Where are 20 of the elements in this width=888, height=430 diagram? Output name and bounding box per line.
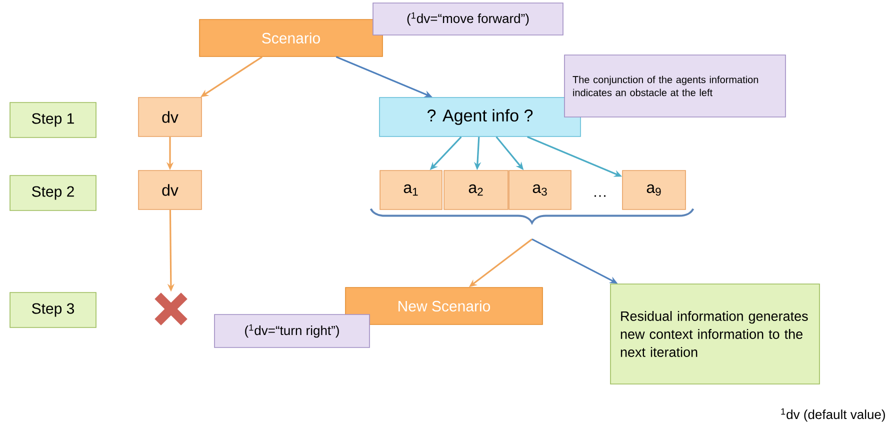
agent-box: ? Agent info ?	[379, 97, 581, 137]
footnote: $^{1}$dv (default value)	[781, 408, 885, 422]
scenario-box: New Scenario	[345, 287, 543, 325]
step-box: Step 1	[10, 102, 96, 138]
note-box: The conjunction of the agents information indicates an obstacle at the left	[564, 54, 786, 118]
result-box: Residual information generates new context information to the next iteration	[610, 284, 820, 384]
ellipsis: …	[594, 195, 606, 197]
value-box: dv	[138, 170, 202, 210]
step-box: Step 2	[10, 175, 96, 211]
agent-value-box: a$_{1}$	[380, 170, 442, 210]
agent-value-box: a$_{3}$	[508, 170, 572, 210]
scenario-box: Scenario	[199, 19, 383, 57]
value-box: dv	[138, 97, 202, 137]
agent-value-box: a$_{9}$	[622, 170, 686, 210]
cross-mark	[154, 292, 188, 326]
step-box: Step 3	[10, 292, 96, 328]
agent-value-box: a$_{2}$	[444, 170, 508, 210]
note-box: ($^{1}$dv=“turn right”)	[214, 314, 370, 348]
note-box: ($^{1}$dv=“move forward”)	[372, 2, 564, 36]
brace	[370, 208, 694, 224]
